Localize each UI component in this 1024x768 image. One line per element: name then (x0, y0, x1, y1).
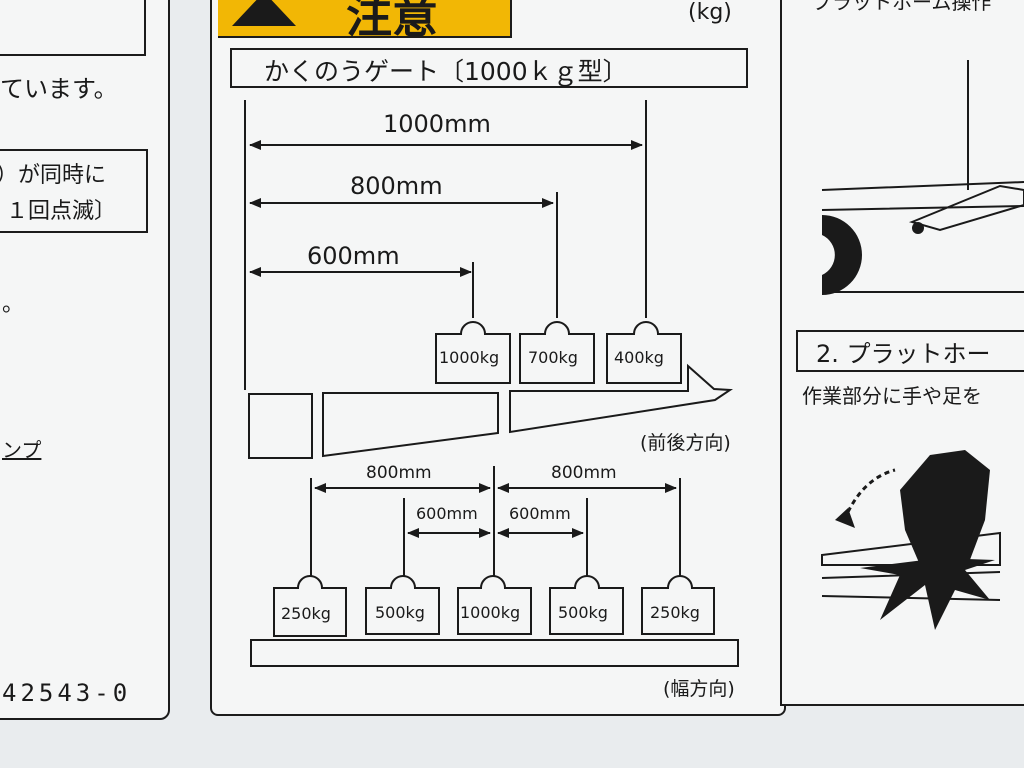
right-warning-text: 作業部分に手や足を (802, 384, 982, 408)
weight-label-1000: 1000kg (439, 348, 500, 367)
weight-block-700 (519, 321, 595, 384)
weight-block-400 (606, 321, 682, 384)
weight-block-1000 (435, 321, 511, 384)
left-text-line5: ンプ (2, 438, 42, 462)
hinge-pin-icon (912, 222, 924, 234)
dim-label-800: 800mm (350, 172, 443, 200)
weight-block-w-500-left (365, 575, 440, 635)
right-section-title: 2. プラットホー (816, 340, 991, 368)
platform-rail (821, 181, 1024, 211)
warning-header: 注意 (218, 0, 512, 43)
width-dim-label-left-800: 800mm (366, 463, 432, 483)
gate-width-plate (250, 639, 739, 667)
weight-block-w-250-left (273, 575, 347, 637)
warning-header-label: 注意 (346, 0, 438, 43)
width-weight-label-250-left: 250kg (281, 604, 331, 623)
weight-block-w-250-right (641, 575, 715, 635)
width-weight-label-250-right: 250kg (650, 603, 700, 622)
weight-block-w-1000 (457, 575, 532, 635)
left-text-line3: １回点滅〕 (6, 199, 117, 224)
width-weight-label-500-right: 500kg (558, 603, 608, 622)
gate-segment-2 (509, 363, 734, 434)
width-weight-label-500-left: 500kg (375, 603, 425, 622)
warning-triangle-icon (232, 0, 296, 26)
impact-burst-icon (860, 558, 995, 630)
width-weight-label-1000: 1000kg (460, 603, 521, 622)
platform-arm (908, 184, 1024, 232)
width-dim-label-right-800: 800mm (551, 463, 617, 483)
width-dim-label-right-600: 600mm (509, 504, 571, 523)
rotation-arrow-icon (846, 468, 896, 513)
diagram-title: かくのうゲート〔1000ｋｇ型〕 (264, 57, 628, 86)
left-text-line1: ています。 (0, 75, 118, 103)
gate-hinge-box (248, 393, 313, 459)
left-mid-box: ）が同時に １回点滅〕 (0, 149, 148, 233)
width-dim-label-left-600: 600mm (416, 504, 478, 523)
weight-block-w-500-right (549, 575, 624, 635)
gate-load-label-panel: 注意 (kg) かくのうゲート〔1000ｋｇ型〕 (210, 0, 786, 716)
wheel-arc-icon (822, 215, 862, 295)
unit-label: (kg) (688, 0, 732, 25)
left-code: 42543-0 (2, 679, 132, 707)
gate-segment-1 (322, 392, 499, 458)
dim-label-600: 600mm (307, 242, 400, 270)
left-text-line2: ）が同時に (0, 163, 107, 188)
left-text-line4: 。 (2, 292, 25, 317)
right-section-box: 2. プラットホー (796, 330, 1024, 372)
weight-label-400: 400kg (614, 348, 664, 367)
left-top-box (0, 0, 146, 56)
rotation-arrowhead-icon (835, 508, 855, 528)
dim-label-1000: 1000mm (383, 110, 491, 138)
right-top-text: プラットホーム操作 (812, 0, 992, 14)
width-direction-label: (幅方向) (663, 678, 735, 700)
title-box: かくのうゲート〔1000ｋｇ型〕 (230, 48, 748, 88)
front-back-direction-label: (前後方向) (640, 432, 731, 454)
left-instruction-panel: ています。 ）が同時に １回点滅〕 。 ンプ 42543-0 (0, 0, 170, 720)
weight-label-700: 700kg (528, 348, 578, 367)
hand-icon (900, 450, 990, 565)
